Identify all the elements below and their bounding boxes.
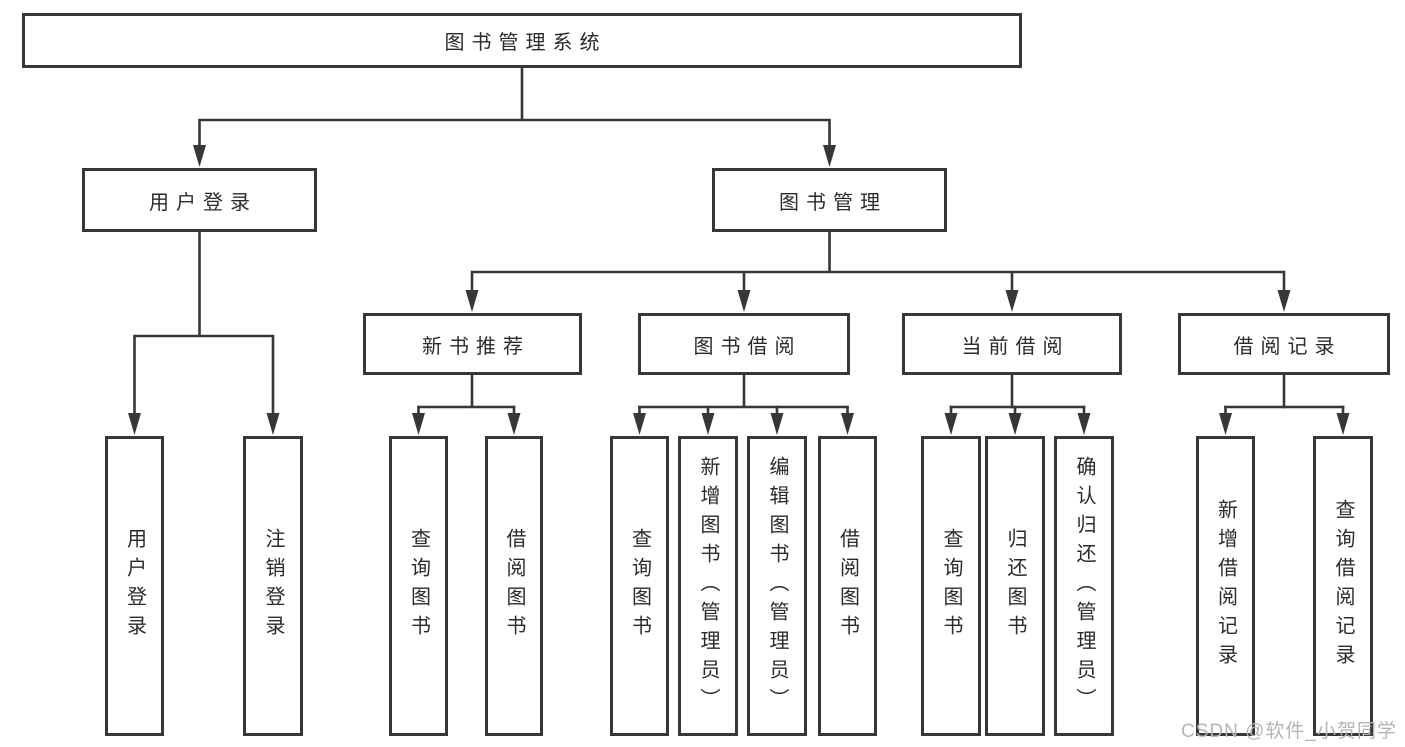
node-system-root: 图书管理系统 xyxy=(22,13,1022,68)
leaf-borrowing-borrow-book: 借阅图书 xyxy=(818,436,877,736)
node-book-management: 图书管理 xyxy=(712,168,947,232)
leaf-recommend-query-book-label: 查询图书 xyxy=(407,528,430,644)
node-book-management-label: 图书管理 xyxy=(779,191,887,214)
leaf-user-login: 用户登录 xyxy=(105,436,164,736)
node-book-borrowing-label: 图书借阅 xyxy=(693,335,802,358)
node-borrow-records-label: 借阅记录 xyxy=(1233,335,1342,358)
leaf-add-book-admin-label: 新增图书（管理员） xyxy=(697,455,719,717)
leaf-confirm-return-admin-label: 确认归还（管理员） xyxy=(1073,455,1095,717)
leaf-borrowing-query-book-label: 查询图书 xyxy=(628,528,651,644)
leaf-recommend-borrow-book-label: 借阅图书 xyxy=(503,528,525,644)
leaf-return-book-label: 归还图书 xyxy=(1004,528,1026,644)
node-user-login: 用户登录 xyxy=(82,168,317,232)
leaf-current-query-book-label: 查询图书 xyxy=(940,528,962,644)
leaf-add-borrow-record-label: 新增借阅记录 xyxy=(1214,499,1237,673)
leaf-logout: 注销登录 xyxy=(243,436,303,736)
leaf-edit-book-admin: 编辑图书（管理员） xyxy=(747,436,807,736)
node-book-borrowing: 图书借阅 xyxy=(638,313,850,375)
node-user-login-label: 用户登录 xyxy=(149,191,257,214)
leaf-recommend-query-book: 查询图书 xyxy=(389,436,448,736)
node-new-book-recommend: 新书推荐 xyxy=(363,313,582,375)
leaf-confirm-return-admin: 确认归还（管理员） xyxy=(1054,436,1114,736)
leaf-return-book: 归还图书 xyxy=(985,436,1045,736)
leaf-add-borrow-record: 新增借阅记录 xyxy=(1196,436,1255,736)
leaf-logout-label: 注销登录 xyxy=(262,528,284,644)
leaf-recommend-borrow-book: 借阅图书 xyxy=(485,436,543,736)
leaf-query-borrow-record: 查询借阅记录 xyxy=(1313,436,1373,736)
node-borrow-records: 借阅记录 xyxy=(1178,313,1390,375)
leaf-current-query-book: 查询图书 xyxy=(921,436,981,736)
watermark: CSDN @软件_小贺同学 xyxy=(1181,721,1397,742)
leaf-edit-book-admin-label: 编辑图书（管理员） xyxy=(766,455,788,717)
leaf-borrowing-query-book: 查询图书 xyxy=(610,436,669,736)
node-system-root-label: 图书管理系统 xyxy=(444,32,607,54)
leaf-add-book-admin: 新增图书（管理员） xyxy=(678,436,738,736)
leaf-query-borrow-record-label: 查询借阅记录 xyxy=(1332,499,1354,673)
node-current-borrowing-label: 当前借阅 xyxy=(961,335,1070,358)
leaf-user-login-label: 用户登录 xyxy=(123,528,146,644)
leaf-borrowing-borrow-book-label: 借阅图书 xyxy=(836,528,859,644)
node-current-borrowing: 当前借阅 xyxy=(902,313,1122,375)
node-new-book-recommend-label: 新书推荐 xyxy=(422,335,530,358)
